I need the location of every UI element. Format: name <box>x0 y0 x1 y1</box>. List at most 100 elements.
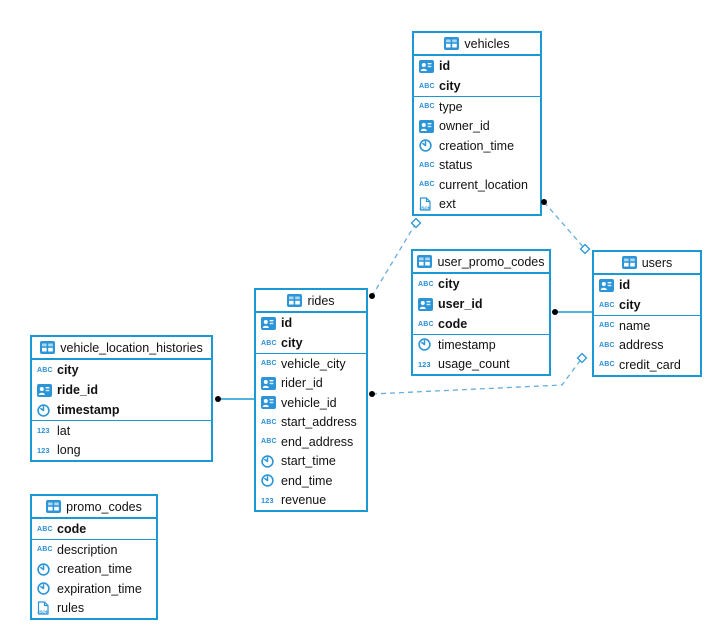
column-row[interactable]: ABC vehicle_city <box>256 354 366 374</box>
column-name: revenue <box>281 493 327 508</box>
column-row[interactable]: end_time <box>256 471 366 491</box>
column-name: end_address <box>281 434 354 449</box>
table-rides[interactable]: rides id ABC city ABC vehicle_city rider… <box>254 288 368 512</box>
relation-dot-endpoint <box>369 391 375 397</box>
column-row[interactable]: ABC description <box>32 540 156 560</box>
relation-line[interactable] <box>371 222 417 297</box>
table-header-vehicle-location-histories[interactable]: vehicle_location_histories <box>32 337 211 360</box>
table-vehicles[interactable]: vehicles id ABC city ABC type owner_id <box>412 31 542 216</box>
column-row[interactable]: ABC code <box>413 314 549 334</box>
table-header-promo-codes[interactable]: promo_codes <box>32 496 156 519</box>
varchar-icon: ABC <box>419 161 435 169</box>
relation-line[interactable] <box>543 201 586 250</box>
varchar-icon: ABC <box>599 361 615 369</box>
column-name: vehicle_city <box>281 356 346 371</box>
timestamp-icon <box>419 139 439 152</box>
primary-key-section: id ABC city <box>256 313 366 354</box>
column-name: city <box>438 277 460 291</box>
column-section: ABC name ABC address ABC credit_card <box>594 316 700 375</box>
column-row[interactable]: 123 revenue <box>256 491 366 511</box>
table-header-vehicles[interactable]: vehicles <box>414 33 540 56</box>
table-header-users[interactable]: users <box>594 252 700 275</box>
relation-user-promo-codes-users <box>552 309 592 315</box>
column-name: ext <box>439 197 456 212</box>
table-user-promo-codes[interactable]: user_promo_codes ABC city user_id ABC co… <box>411 249 551 376</box>
column-row[interactable]: vehicle_id <box>256 393 366 413</box>
table-header-rides[interactable]: rides <box>256 290 366 313</box>
column-name: creation_time <box>57 562 133 577</box>
column-row[interactable]: ABC city <box>594 295 700 315</box>
relation-diamond-endpoint <box>579 243 591 255</box>
column-row[interactable]: rider_id <box>256 374 366 394</box>
column-row[interactable]: id <box>414 56 540 76</box>
column-row[interactable]: ABC start_address <box>256 413 366 433</box>
varchar-icon: ABC <box>599 322 615 330</box>
column-name: rider_id <box>281 376 323 391</box>
column-row[interactable]: creation_time <box>32 560 156 580</box>
column-name: city <box>439 79 461 93</box>
column-row[interactable]: creation_time <box>414 136 540 156</box>
table-header-user-promo-codes[interactable]: user_promo_codes <box>413 251 549 274</box>
column-row[interactable]: ABC end_address <box>256 432 366 452</box>
column-name: lat <box>57 423 71 438</box>
table-icon <box>621 256 637 269</box>
relation-diamond-endpoint <box>410 217 422 229</box>
varchar-icon: ABC <box>261 418 277 426</box>
uuid-icon <box>37 383 57 397</box>
uuid-icon <box>599 278 619 292</box>
column-row[interactable]: ABC city <box>414 76 540 96</box>
relation-diamond-endpoint <box>576 352 588 364</box>
numeric-icon: 123 <box>37 426 50 436</box>
column-name: type <box>439 99 463 114</box>
column-row[interactable]: ABC name <box>594 316 700 336</box>
jsonb-icon: JSON <box>419 197 439 211</box>
column-row[interactable]: 123 usage_count <box>413 355 549 375</box>
column-name: city <box>57 363 79 377</box>
table-icon <box>40 341 56 354</box>
varchar-icon: ABC <box>599 301 615 309</box>
column-row[interactable]: ABC current_location <box>414 175 540 195</box>
column-row[interactable]: JSON rules <box>32 599 156 619</box>
table-name: users <box>641 255 673 270</box>
column-row[interactable]: ABC city <box>413 274 549 294</box>
numeric-icon: 123 <box>261 495 274 505</box>
table-icon <box>444 37 460 50</box>
varchar-icon: ABC <box>599 341 615 349</box>
column-row[interactable]: user_id <box>413 294 549 314</box>
column-row[interactable]: ride_id <box>32 380 211 400</box>
column-name: vehicle_id <box>281 395 337 410</box>
column-name: long <box>57 443 81 458</box>
column-row[interactable]: JSON ext <box>414 195 540 215</box>
column-row[interactable]: 123 long <box>32 441 211 461</box>
relation-dot-endpoint <box>552 309 558 315</box>
column-row[interactable]: ABC status <box>414 156 540 176</box>
relation-dot-endpoint <box>369 293 375 299</box>
column-row[interactable]: id <box>256 313 366 333</box>
primary-key-section: ABC city user_id ABC code <box>413 274 549 335</box>
column-name: city <box>619 298 641 312</box>
column-row[interactable]: ABC city <box>256 333 366 353</box>
table-users[interactable]: users id ABC city ABC name ABC address A… <box>592 250 702 377</box>
column-row[interactable]: start_time <box>256 452 366 472</box>
varchar-icon: ABC <box>418 320 434 328</box>
table-promo-codes[interactable]: promo_codes ABC code ABC description cre… <box>30 494 158 620</box>
column-row[interactable]: id <box>594 275 700 295</box>
column-row[interactable]: owner_id <box>414 117 540 137</box>
column-row[interactable]: timestamp <box>32 400 211 420</box>
column-row[interactable]: ABC city <box>32 360 211 380</box>
column-row[interactable]: timestamp <box>413 335 549 355</box>
column-name: id <box>619 278 631 292</box>
uuid-icon <box>261 376 281 390</box>
column-section: ABC vehicle_city rider_id vehicle_id ABC… <box>256 354 366 510</box>
column-row[interactable]: ABC code <box>32 519 156 539</box>
table-vehicle-location-histories[interactable]: vehicle_location_histories ABC city ride… <box>30 335 213 462</box>
column-row[interactable]: ABC address <box>594 336 700 356</box>
numeric-icon: 123 <box>418 359 431 369</box>
column-row[interactable]: 123 lat <box>32 421 211 441</box>
column-row[interactable]: ABC credit_card <box>594 355 700 375</box>
column-name: city <box>281 336 303 350</box>
uuid-icon <box>419 119 439 133</box>
varchar-icon: ABC <box>37 525 53 533</box>
column-row[interactable]: ABC type <box>414 97 540 117</box>
column-row[interactable]: expiration_time <box>32 579 156 599</box>
